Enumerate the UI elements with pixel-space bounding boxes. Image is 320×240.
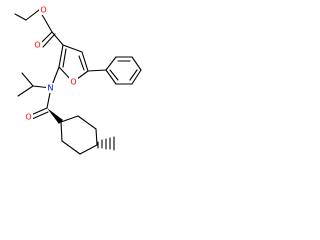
ester-to-furan-bond bbox=[51, 31, 64, 46]
ester-ether-oxygen-label: O bbox=[40, 6, 46, 15]
label-bg-amide-n bbox=[46, 83, 55, 93]
phenyl-bond-6 bbox=[105, 69, 117, 85]
phenyl-bond-4 bbox=[131, 69, 142, 85]
furan-c2-c3-inner-bond bbox=[62, 48, 67, 68]
structure-diagram: O O O N O bbox=[0, 0, 149, 160]
ethyl-ch3-bond bbox=[14, 13, 27, 21]
label-bg-ester-ether-o bbox=[39, 5, 48, 15]
ring-bond-4 bbox=[79, 144, 98, 155]
furan-c4-c5-inner-bond bbox=[78, 55, 85, 71]
furan-c3-c4-bond bbox=[62, 44, 83, 53]
hashed-methyl-bond bbox=[97, 136, 115, 151]
furan-oxygen-label: O bbox=[70, 78, 76, 87]
phenyl-bond-3 bbox=[131, 56, 142, 71]
phenyl-bond-1 bbox=[105, 56, 117, 71]
ring-bond-3 bbox=[95, 128, 98, 146]
furan-c2-c3-bond bbox=[58, 44, 64, 68]
phenyl-ring bbox=[87, 56, 142, 85]
ring-bond-2 bbox=[77, 115, 97, 130]
isopropyl-methyl-bond-2 bbox=[17, 85, 34, 97]
ring-bond-1 bbox=[60, 115, 79, 123]
furan-phenyl-bond bbox=[87, 69, 107, 72]
ester-o-carbonyl-bond bbox=[43, 17, 53, 33]
wedge-bond bbox=[47, 108, 63, 124]
label-bg-ester-carbonyl-o bbox=[33, 40, 42, 50]
label-bg-amide-o bbox=[24, 112, 33, 122]
molecule-drawing: O O O N O bbox=[14, 5, 142, 155]
ring-bond-5 bbox=[61, 140, 81, 155]
amide-carbonyl-double-bond-b bbox=[31, 111, 49, 120]
amide-carbonyl-double-bond-a bbox=[30, 107, 48, 116]
amide-group bbox=[30, 107, 63, 124]
isopropyl-methyl-bond-1 bbox=[21, 72, 34, 87]
ester-carbonyl-oxygen-label: O bbox=[34, 41, 40, 50]
amide-nitrogen-label: N bbox=[48, 84, 54, 93]
ring-bond-6 bbox=[60, 121, 63, 142]
ester-group bbox=[39, 17, 64, 48]
label-bg-furan-o bbox=[69, 77, 78, 87]
ester-carbonyl-double-bond-b bbox=[42, 33, 56, 48]
ethyl-ch2-bond bbox=[25, 9, 40, 21]
furan-c4-c5-bond bbox=[81, 51, 89, 72]
amide-carbonyl-oxygen-label: O bbox=[25, 113, 31, 122]
furan-ring bbox=[58, 44, 89, 83]
cyclohexane-ring bbox=[60, 115, 98, 155]
phenyl-bond-6-inner bbox=[109, 69, 119, 81]
phenyl-bond-4-inner bbox=[129, 69, 138, 81]
